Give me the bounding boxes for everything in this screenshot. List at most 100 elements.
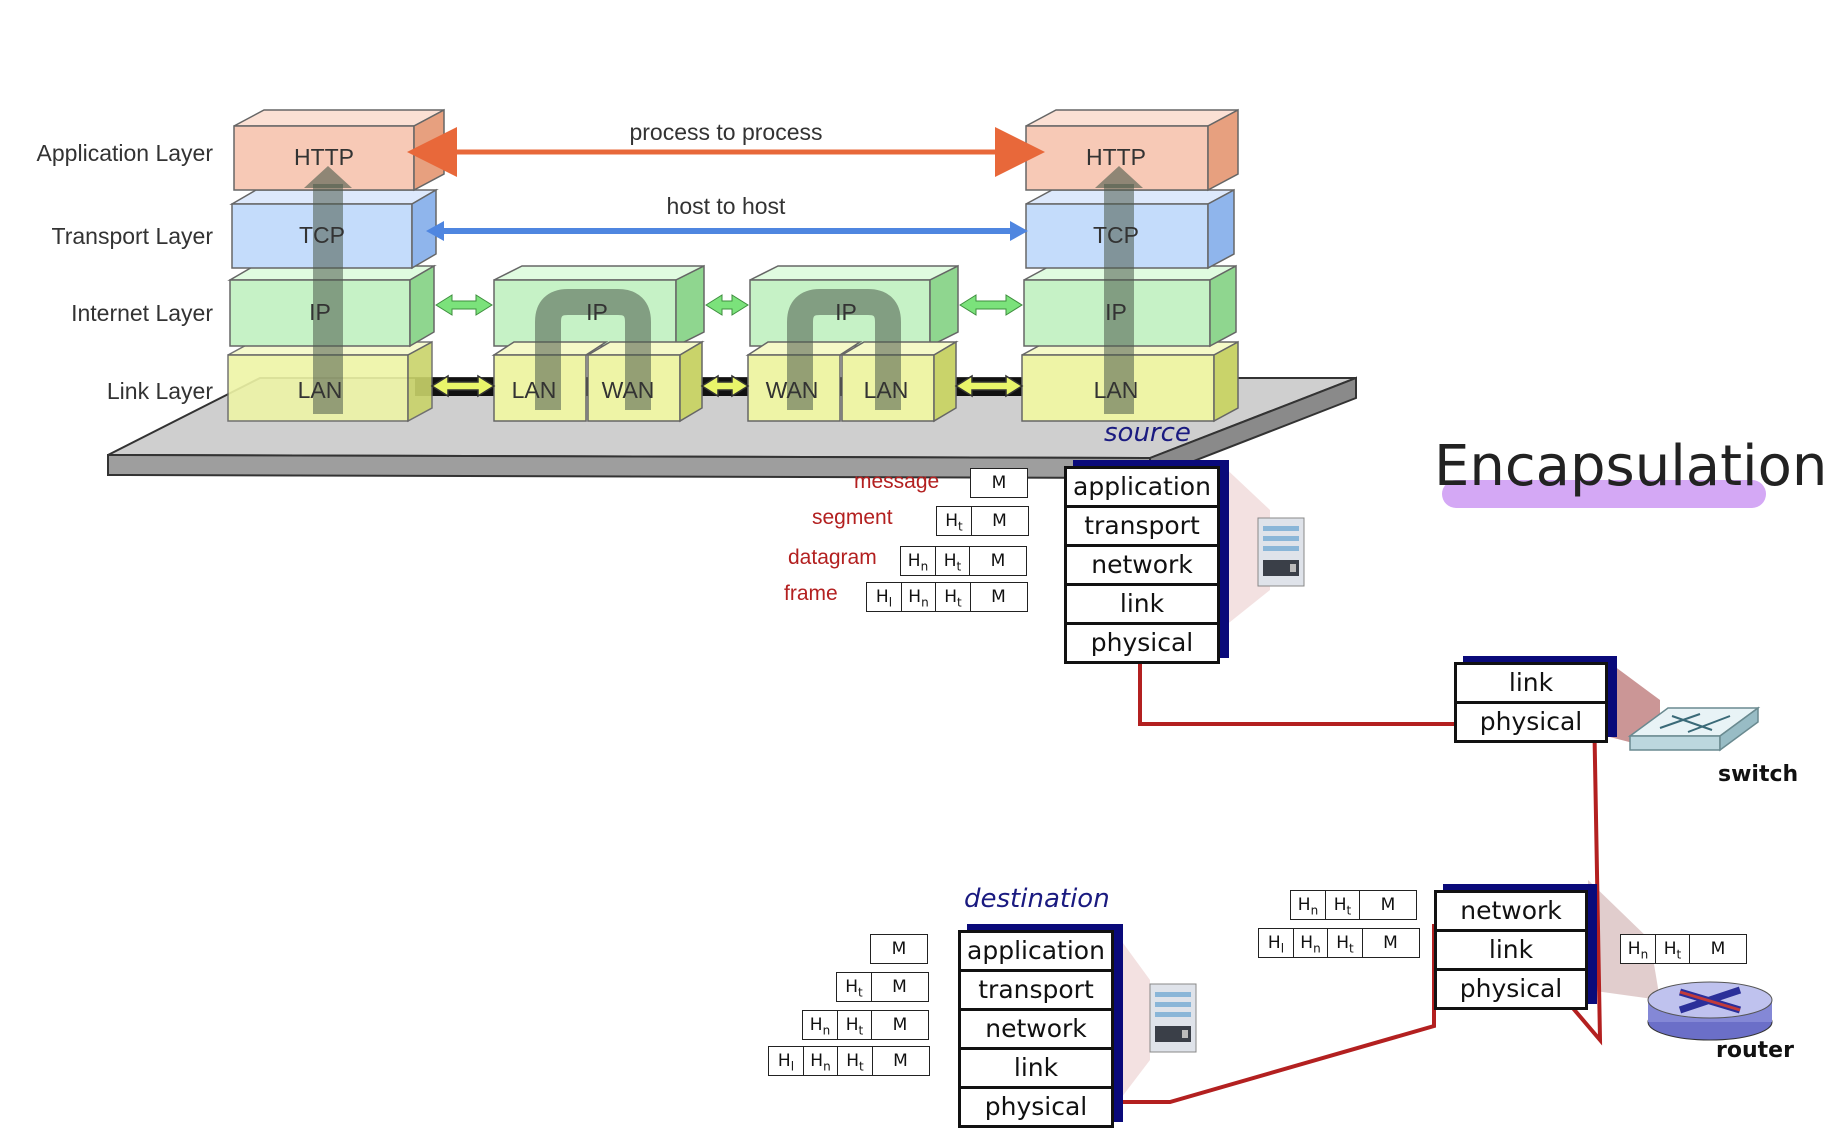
router-2-stack [745, 264, 959, 423]
router1-wan-label: WAN [602, 377, 655, 403]
source-server-icon [1257, 517, 1305, 587]
network-header-cell: Hn [1620, 934, 1656, 964]
source-stack: application transport network link physi… [1064, 466, 1220, 664]
right-host-stack [1021, 108, 1239, 423]
right-http-label: HTTP [1086, 144, 1146, 170]
switch-icon [1627, 706, 1761, 752]
destination-segment-packet: Ht M [836, 972, 929, 1002]
switch-physical-layer: physical [1457, 704, 1605, 740]
destination-projection [1112, 928, 1150, 1110]
destination-application-layer: application [961, 933, 1111, 972]
source-physical-layer: physical [1067, 625, 1217, 661]
source-link-layer: link [1067, 586, 1217, 625]
transport-header-cell: Ht [935, 582, 971, 612]
payload-cell: M [871, 1010, 929, 1040]
left-http-label: HTTP [294, 144, 354, 170]
ip-arrows [435, 294, 1023, 316]
router-frame-packet: Hl Hn Ht M [1258, 928, 1420, 958]
internet-layer-label: Internet Layer [71, 300, 213, 326]
router-outgoing-datagram-packet: Hn Ht M [1620, 934, 1747, 964]
payload-cell: M [969, 546, 1027, 576]
link-header-cell: Hl [866, 582, 902, 612]
transport-header-cell: Ht [1327, 928, 1363, 958]
switch-stack: link physical [1454, 662, 1608, 743]
router-link-layer: link [1437, 932, 1585, 971]
router-physical-layer: physical [1437, 971, 1585, 1007]
source-network-layer: network [1067, 547, 1217, 586]
payload-cell: M [870, 972, 929, 1002]
transport-header-cell: Ht [934, 546, 971, 576]
right-tcp-label: TCP [1093, 222, 1139, 248]
destination-physical-layer: physical [961, 1089, 1111, 1125]
router2-ip-label: IP [835, 299, 857, 325]
destination-title: destination [964, 884, 1110, 914]
payload-cell: M [870, 934, 928, 964]
router-1-stack [491, 264, 705, 423]
network-header-cell: Hn [900, 582, 937, 612]
host-to-host-arrow [426, 221, 1028, 241]
left-host-stack [227, 108, 445, 423]
destination-server-icon [1149, 983, 1197, 1053]
router-datagram-packet: Hn Ht M [1290, 890, 1417, 920]
left-ip-label: IP [309, 299, 331, 325]
transport-header-cell: Ht [936, 506, 972, 536]
payload-cell: M [970, 468, 1028, 498]
router1-lan-label: LAN [512, 377, 557, 403]
source-datagram-packet: Hn Ht M [900, 546, 1027, 576]
right-ip-label: IP [1105, 299, 1127, 325]
network-header-cell: Hn [802, 1010, 838, 1040]
segment-label: segment [812, 506, 893, 529]
message-label: message [854, 470, 940, 493]
destination-message-packet: M [870, 934, 928, 964]
link-header-cell: Hl [1258, 928, 1294, 958]
transport-header-cell: Ht [836, 972, 872, 1002]
destination-frame-packet: Hl Hn Ht M [768, 1046, 930, 1076]
source-application-layer: application [1067, 469, 1217, 508]
title-underline [1442, 480, 1766, 508]
source-message-packet: M [970, 468, 1028, 498]
right-lan-label: LAN [1094, 377, 1139, 403]
switch-label: switch [1718, 762, 1799, 787]
frame-label: frame [784, 582, 838, 605]
router2-lan-label: LAN [864, 377, 909, 403]
transport-header-cell: Ht [1654, 934, 1691, 964]
source-projection [1220, 463, 1270, 630]
transport-layer-label: Transport Layer [51, 223, 214, 249]
network-header-cell: Hn [802, 1046, 839, 1076]
process-to-process-label: process to process [629, 119, 822, 145]
source-title: source [1104, 418, 1191, 448]
router-label: router [1716, 1038, 1794, 1063]
left-tcp-label: TCP [299, 222, 345, 248]
link-header-cell: Hl [768, 1046, 804, 1076]
datagram-label: datagram [788, 546, 877, 569]
network-header-cell: Hn [1290, 890, 1326, 920]
link-layer-label: Link Layer [106, 378, 213, 404]
network-header-cell: Hn [1292, 928, 1329, 958]
transport-header-cell: Ht [836, 1010, 873, 1040]
destination-network-layer: network [961, 1011, 1111, 1050]
application-layer-label: Application Layer [36, 140, 213, 166]
router1-ip-label: IP [586, 299, 608, 325]
link-arrows [430, 374, 1024, 398]
router-stack: network link physical [1434, 890, 1588, 1010]
source-segment-packet: Ht M [936, 506, 1029, 536]
router2-wan-label: WAN [766, 377, 819, 403]
transport-header-cell: Ht [1324, 890, 1361, 920]
switch-link-layer: link [1457, 665, 1605, 704]
source-transport-layer: transport [1067, 508, 1217, 547]
destination-stack: application transport network link physi… [958, 930, 1114, 1128]
payload-cell: M [871, 1046, 930, 1076]
network-header-cell: Hn [900, 546, 936, 576]
destination-transport-layer: transport [961, 972, 1111, 1011]
payload-cell: M [1689, 934, 1747, 964]
host-to-host-label: host to host [667, 193, 787, 219]
router-network-layer: network [1437, 893, 1585, 932]
source-frame-packet: Hl Hn Ht M [866, 582, 1028, 612]
router-icon [1647, 981, 1773, 1041]
payload-cell: M [1361, 928, 1420, 958]
transport-header-cell: Ht [837, 1046, 873, 1076]
payload-cell: M [969, 582, 1028, 612]
destination-link-layer: link [961, 1050, 1111, 1089]
